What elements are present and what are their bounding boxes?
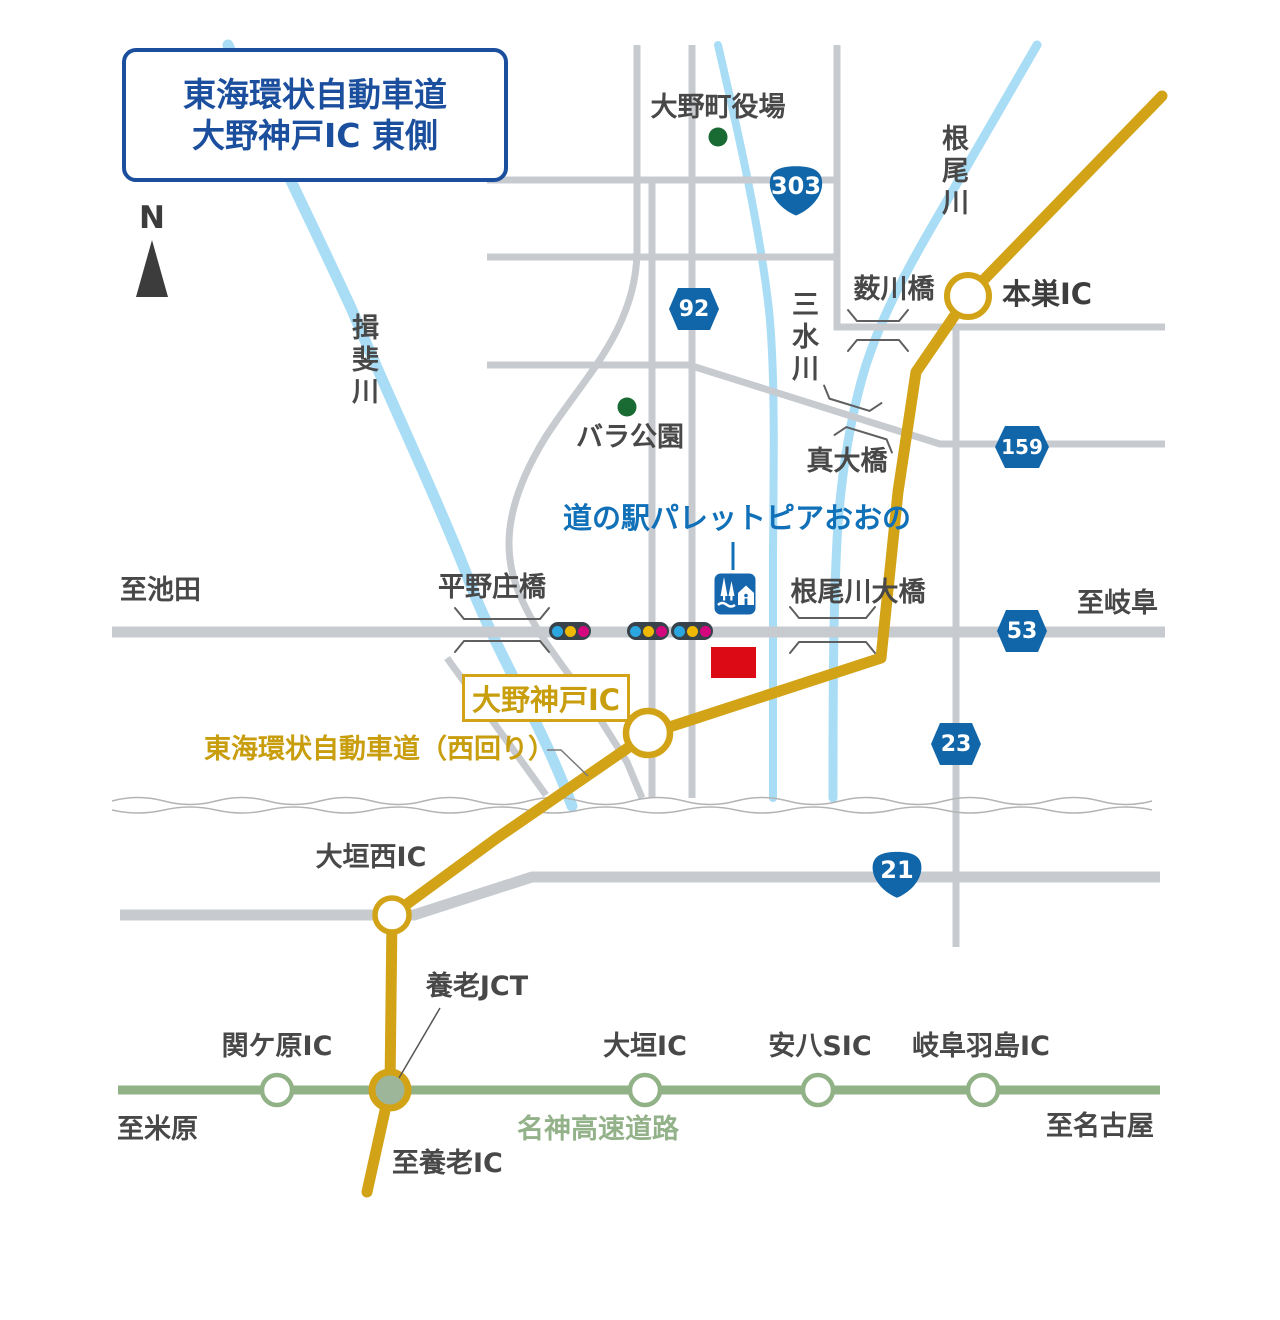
jct-label-yoro: 養老JCT [425,971,529,1002]
ic-label-gifu-hashima: 岐阜羽島IC [912,1031,1050,1062]
prefectural-route-shield-icon [931,723,981,765]
traffic-light-icon [549,622,591,640]
bridge-label-neogawa-ohashi: 根尾川大橋 [790,577,926,608]
map-title-line1: 東海環状自動車道 [183,75,447,114]
wavy-line-1 [111,796,1153,806]
prefectural-route-shield-icon [997,610,1047,652]
ogaki-ic-marker [627,1072,663,1108]
yoro-jct-leader-line [398,1007,441,1079]
river-label-ibigawa: 揖斐川 [347,313,378,409]
interchange-markers [259,272,1001,1112]
river-label-sansuigawa: 三水川 [787,290,818,386]
yabukawa-bridge-marks [847,309,909,352]
tokai-kanjo-expressway-line [361,90,1168,1198]
highway-label-meishin: 名神高速道路 [517,1114,679,1145]
rose-park-dot [617,397,637,417]
route-303-number: 303 [770,171,822,200]
motosu-ic-marker [944,272,992,320]
sansuigawa-river [714,41,778,802]
shindai-bridge-mark-lower [833,425,893,454]
direction-label-gifu: 至岐阜 [1077,588,1158,619]
ic-label-anpachi: 安八SIC [768,1031,872,1062]
traffic-light-icon [671,622,713,640]
ic-label-ogaki: 大垣IC [603,1031,687,1062]
traffic-light-blue [629,625,641,637]
north-arrow-icon [136,240,168,297]
gifu-hashima-ic-marker [965,1072,1001,1108]
shindai-bridge-mark-upper [823,384,883,413]
curved-road-west [505,45,646,800]
traffic-light-red [655,625,667,637]
town-hall-dot [708,127,728,147]
hiranosho-bridge-marks [454,607,550,653]
traffic-light-blue [551,625,563,637]
bridge-marks-layer [454,309,909,654]
traffic-light-red [699,625,711,637]
l-shaped-road-east [833,45,1165,331]
route-92-number: 92 [678,296,710,322]
destination-marker [711,647,756,678]
map-break-lines [111,796,1153,814]
ic-label-ogaki-nishi: 大垣西IC [315,842,427,873]
ono-godo-ic-marker [622,707,674,759]
ogaki-nishi-ic-marker [372,895,412,935]
traffic-light-yellow [564,625,576,637]
ic-label-ono-godo-box: 大野神戸IC [462,674,630,722]
direction-label-ikeda: 至池田 [120,575,201,606]
route-21-shield: 21 [870,849,924,899]
map-title-line2: 大野神戸IC 東側 [192,116,438,155]
highway-label-tokai-kanjo: 東海環状自動車道（西回り） [204,734,555,765]
traffic-light-blue [673,625,685,637]
route21-road [120,871,1160,921]
neogawa-river [828,40,1042,803]
route-53-number: 53 [1006,618,1038,644]
route-159-number: 159 [1001,435,1043,459]
roadside-station-pictogram [713,572,757,616]
direction-label-maibara: 至米原 [117,1114,198,1145]
route-53-shield: 53 [996,609,1048,653]
route-92-shield: 92 [668,287,720,331]
direction-label-nagoya: 至名古屋 [1046,1111,1154,1142]
route-159-shield: 159 [994,425,1050,469]
traffic-light-icon [627,622,669,640]
bridge-label-shindai: 真大橋 [806,446,888,477]
ic-label-ono-godo: 大野神戸IC [471,683,621,717]
route-23-number: 23 [940,731,972,757]
anpachi-sic-marker [800,1072,836,1108]
tokai-kanjo-leader-line [547,749,589,777]
poi-label-rose-park: バラ公園 [576,422,684,453]
traffic-light-red [577,625,589,637]
neogawa-ohashi-bridge-marks [789,606,876,654]
ic-label-motosu: 本巣IC [1002,277,1093,311]
traffic-light-yellow [642,625,654,637]
north-label: N [139,200,165,236]
bridge-label-yabukawa: 薮川橋 [853,274,935,305]
sekigahara-ic-marker [259,1072,295,1108]
map-title-box: 東海環状自動車道 大野神戸IC 東側 [122,48,508,182]
prefectural-route-shield-icon [669,288,719,330]
poi-label-michinoeki: 道の駅パレットピアおおの [562,501,912,535]
michinoeki-icon [713,572,757,616]
prefectural-route-shield-icon [995,426,1049,468]
river-label-neogawa: 根尾川 [937,124,968,220]
traffic-light-yellow [686,625,698,637]
bridge-label-hiranosho: 平野庄橋 [438,572,546,603]
wavy-line-2 [111,806,1153,814]
direction-label-yoro: 至養老IC [392,1148,503,1179]
poi-label-town-hall: 大野町役場 [650,92,786,123]
yoro-jct-marker [368,1068,412,1112]
route-21-number: 21 [880,855,914,884]
ic-label-sekigahara: 関ケ原IC [221,1031,333,1062]
route159-road [690,362,1165,448]
national-route-shield-icon [769,166,823,216]
route-23-shield: 23 [930,722,982,766]
route-303-shield: 303 [767,163,825,217]
national-route-shield-icon [872,851,922,898]
